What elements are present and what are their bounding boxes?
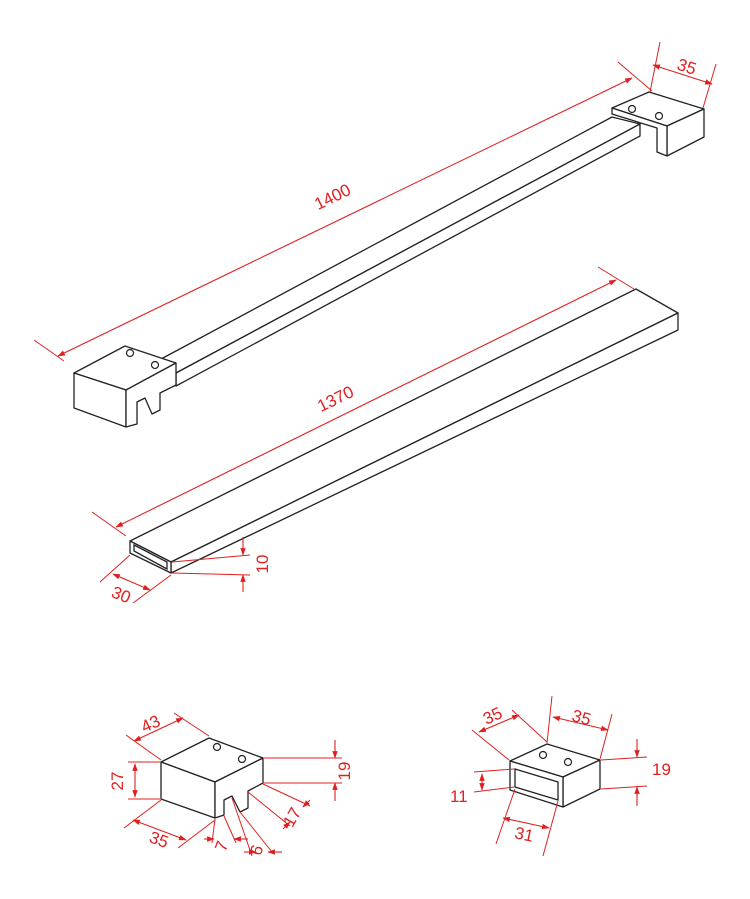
bracket-b-opening-face [509,760,564,808]
bracket-a [160,737,264,819]
dimension-35-bracket-b-width: 35 [546,695,613,760]
label-bracket-b-width: 35 [570,706,593,729]
dimension-11: 11 [450,768,515,806]
dimension-19-bracket-b: 19 [600,739,671,806]
dimension-10: 10 [171,537,272,592]
dimension-17: 17 [247,783,311,830]
label-bar-end-width: 35 [675,55,699,79]
dimension-19-bracket-a: 19 [264,740,354,801]
bracket-hole [212,742,222,752]
dimension-1370: 1370 [91,266,635,537]
bracket-hole [538,750,548,760]
label-tube-width: 30 [109,583,134,608]
label-bracket-b-opening-width: 31 [513,823,535,846]
bracket-hole [654,111,664,121]
dimension-35-bar-end: 35 [649,41,717,109]
label-bracket-b-length: 35 [480,703,505,728]
bracket-hole [237,754,247,764]
label-bracket-b-height: 19 [652,760,671,779]
bracket-hole [150,360,160,370]
label-bracket-b-opening-height: 11 [450,787,468,806]
label-bracket-a-slot-height: 19 [335,762,354,781]
label-bracket-a-slot-width: 7 [211,838,232,853]
label-bracket-a-slot-offset: 6 [246,842,267,857]
label-tube-height: 10 [253,555,272,574]
bracket-hole [563,757,573,767]
label-bracket-a-length: 43 [138,711,163,736]
label-bar-length: 1400 [311,180,353,214]
bracket-hole [627,104,637,114]
dimension-7: 7 [204,815,248,854]
label-bracket-a-height: 27 [108,772,127,791]
bar-1400 [73,91,705,428]
bracket-b [509,743,601,808]
dimension-27: 27 [108,761,160,800]
bracket-hole [125,348,135,358]
label-bracket-a-width: 35 [147,828,171,852]
dimension-1400: 1400 [33,61,653,362]
label-bracket-a-slot-depth: 17 [279,804,305,830]
dimension-31: 31 [495,788,559,857]
